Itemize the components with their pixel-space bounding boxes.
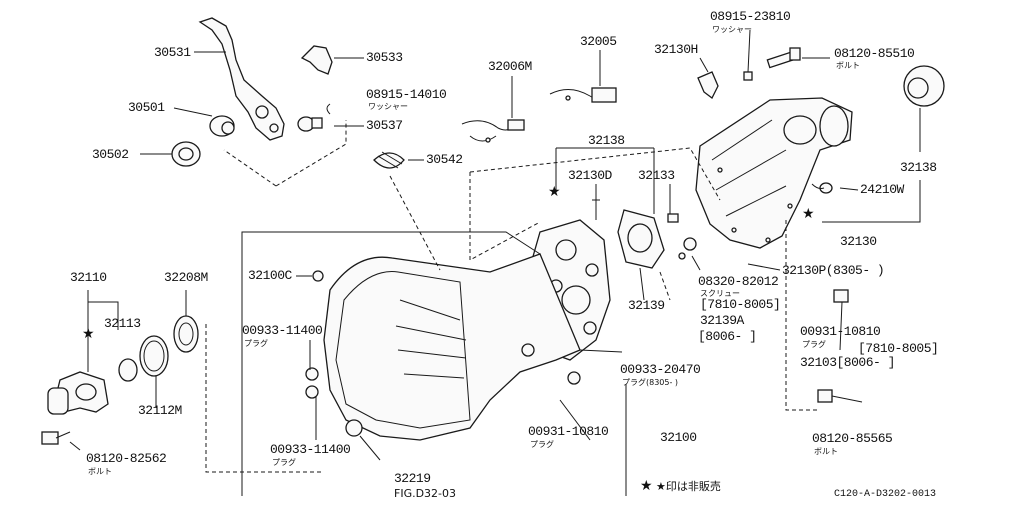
washer-08915-23810 <box>743 71 753 81</box>
label-32130h: 32130H <box>654 42 698 57</box>
drawing-code: C120-A-D3202-0013 <box>834 489 937 500</box>
label-08320-82012: 08320-82012 <box>698 274 779 289</box>
label-08120-85565: 08120-85565 <box>812 431 893 446</box>
label-30537: 30537 <box>366 118 403 133</box>
label-32138-left: 32138 <box>588 133 625 148</box>
label-30502: 30502 <box>92 147 129 162</box>
label-plug-a: プラグ <box>244 339 268 348</box>
label-32133: 32133 <box>638 168 675 183</box>
label-32112m: 32112M <box>138 403 182 418</box>
gasket-32139 <box>617 209 665 269</box>
label-08915-14010: 08915-14010 <box>366 87 447 102</box>
label-32110: 32110 <box>70 270 107 285</box>
frame-lines <box>205 120 818 496</box>
label-range-8006-a: [8006- ] <box>698 329 757 344</box>
pin-32130d <box>592 199 600 220</box>
label-32113: 32113 <box>104 316 141 331</box>
switch-32005 <box>549 87 617 103</box>
seal-32208m <box>173 315 199 353</box>
pin-32133 <box>667 213 679 223</box>
washer-08915-14010 <box>326 103 331 115</box>
label-30531: 30531 <box>154 45 191 60</box>
label-32139: 32139 <box>628 298 665 313</box>
label-plug-c: プラグ(8305- ) <box>622 378 679 387</box>
label-bolt-a: ボルト <box>836 61 860 70</box>
bolt-08120-85510 <box>766 47 801 69</box>
label-screw: スクリュー <box>700 289 740 298</box>
shift-fork-lever <box>198 17 285 141</box>
label-32130d: 32130D <box>568 168 612 183</box>
label-32130p: 32130P(8305- ) <box>782 263 885 278</box>
legend-note: ★印は非販売 <box>656 480 721 493</box>
label-plug-b: プラグ <box>802 340 826 349</box>
label-00933-11400-a: 00933-11400 <box>242 323 323 338</box>
label-00933-20470: 00933-20470 <box>620 362 701 377</box>
label-range-7810-8005-b: [7810-8005] <box>858 341 939 356</box>
label-washer-a: ワッシャー <box>368 102 408 111</box>
star-mark-32110: ★ <box>82 326 95 342</box>
label-32219: 32219 <box>394 471 431 486</box>
boot-30542 <box>373 151 405 169</box>
label-range-7810-8005-a: [7810-8005] <box>700 297 781 312</box>
label-08120-85510: 08120-85510 <box>834 46 915 61</box>
star-mark-legend: ★ <box>640 478 653 494</box>
label-32100c: 32100C <box>248 268 292 283</box>
star-mark-32130: ★ <box>802 206 815 222</box>
label-00931-10810-a: 00931-10810 <box>800 324 881 339</box>
screw-08320-82012 <box>678 237 697 260</box>
label-bolt-c: ボルト <box>88 467 112 476</box>
plug-00933-11400 <box>305 367 319 399</box>
label-30542: 30542 <box>426 152 463 167</box>
label-32138-right: 32138 <box>900 160 937 175</box>
label-32006m: 32006M <box>488 59 532 74</box>
label-30533: 30533 <box>366 50 403 65</box>
plug-00931-10810 <box>833 289 849 303</box>
label-32005: 32005 <box>580 34 617 49</box>
label-32100: 32100 <box>660 430 697 445</box>
label-bolt-b: ボルト <box>814 447 838 456</box>
label-00933-11400-b: 00933-11400 <box>270 442 351 457</box>
pivot-30537 <box>297 116 323 132</box>
label-32130: 32130 <box>840 234 877 249</box>
star-mark-32138: ★ <box>548 184 561 200</box>
label-30501: 30501 <box>128 100 165 115</box>
label-00931-10810-b: 00931-10810 <box>528 424 609 439</box>
sensor-32006m <box>461 119 525 143</box>
label-08915-23810: 08915-23810 <box>710 9 791 24</box>
clutch-housing-32100 <box>312 253 581 441</box>
label-24210w: 24210W <box>860 182 904 197</box>
label-32139a: 32139A <box>700 313 744 328</box>
figure-number: FIG.D32-03 <box>394 487 457 500</box>
ring-32112m <box>139 335 169 377</box>
clip-30533 <box>300 45 333 75</box>
label-plug-e: プラグ <box>272 458 296 467</box>
bearing-32138 <box>903 65 945 107</box>
label-plug-d: プラグ <box>530 440 554 449</box>
bolt-08120-85565 <box>817 389 833 403</box>
bracket-32130h <box>697 71 719 99</box>
extension-housing-32130 <box>695 97 853 249</box>
label-08120-82562: 08120-82562 <box>86 451 167 466</box>
oil-seal-30502 <box>171 141 201 167</box>
front-cover-32110 <box>47 371 109 415</box>
plug-24210w <box>811 182 833 194</box>
label-washer-b: ワッシャー <box>712 25 752 34</box>
bolt-08120-82562 <box>41 431 71 445</box>
leader-lines <box>69 29 921 461</box>
nut-32113 <box>118 358 138 382</box>
label-32103: 32103[8006- ] <box>800 355 895 370</box>
release-bearing <box>209 115 235 137</box>
label-32208m: 32208M <box>164 270 208 285</box>
